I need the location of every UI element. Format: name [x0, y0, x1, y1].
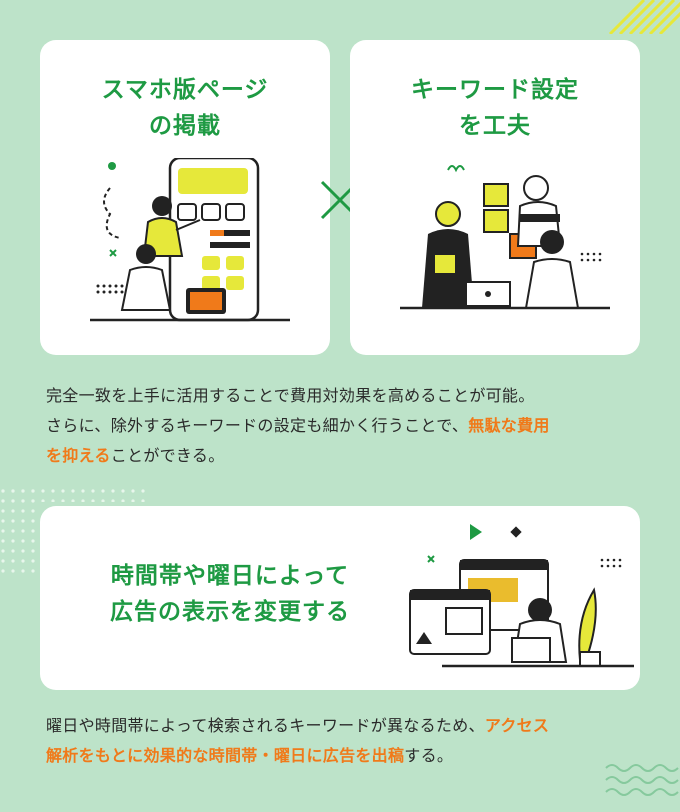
card-mobile-page: スマホ版ページ の掲載 — [40, 40, 330, 355]
card-schedule-ads-title: 時間帯や曜日によって 広告の表示を変更する — [110, 563, 350, 625]
card-keyword-setting-title: キーワード設定 を工夫 — [411, 77, 579, 139]
card-mobile-page-title: スマホ版ページ の掲載 — [101, 77, 269, 139]
paragraph-schedule-strategy: 曜日や時間帯によって検索されるキーワードが異なるため、アクセス 解析をもとに効果… — [46, 711, 646, 771]
paragraph-line-2: さらに、除外するキーワードの設定も細かく行うことで、無駄な費用 — [46, 416, 550, 435]
dot-grid-decoration — [0, 488, 150, 578]
paragraph-line-2: 解析をもとに効果的な時間帯・曜日に広告を出稿する。 — [46, 746, 454, 765]
card-keyword-setting: キーワード設定 を工夫 — [350, 40, 640, 355]
paragraph-keyword-strategy: 完全一致を上手に活用することで費用対効果を高めることが可能。 さらに、除外するキ… — [46, 381, 646, 471]
mobile-page-illustration — [90, 158, 290, 322]
web-browsing-illustration — [409, 524, 634, 668]
paragraph-line-3: を抑えることができる。 — [46, 446, 225, 465]
paragraph-line-1: 曜日や時間帯によって検索されるキーワードが異なるため、アクセス — [46, 716, 550, 735]
team-puzzle-illustration — [400, 165, 610, 310]
card-schedule-ads: 時間帯や曜日によって 広告の表示を変更する — [40, 506, 640, 690]
wave-decoration — [605, 764, 679, 796]
stripe-decoration — [608, 0, 680, 34]
